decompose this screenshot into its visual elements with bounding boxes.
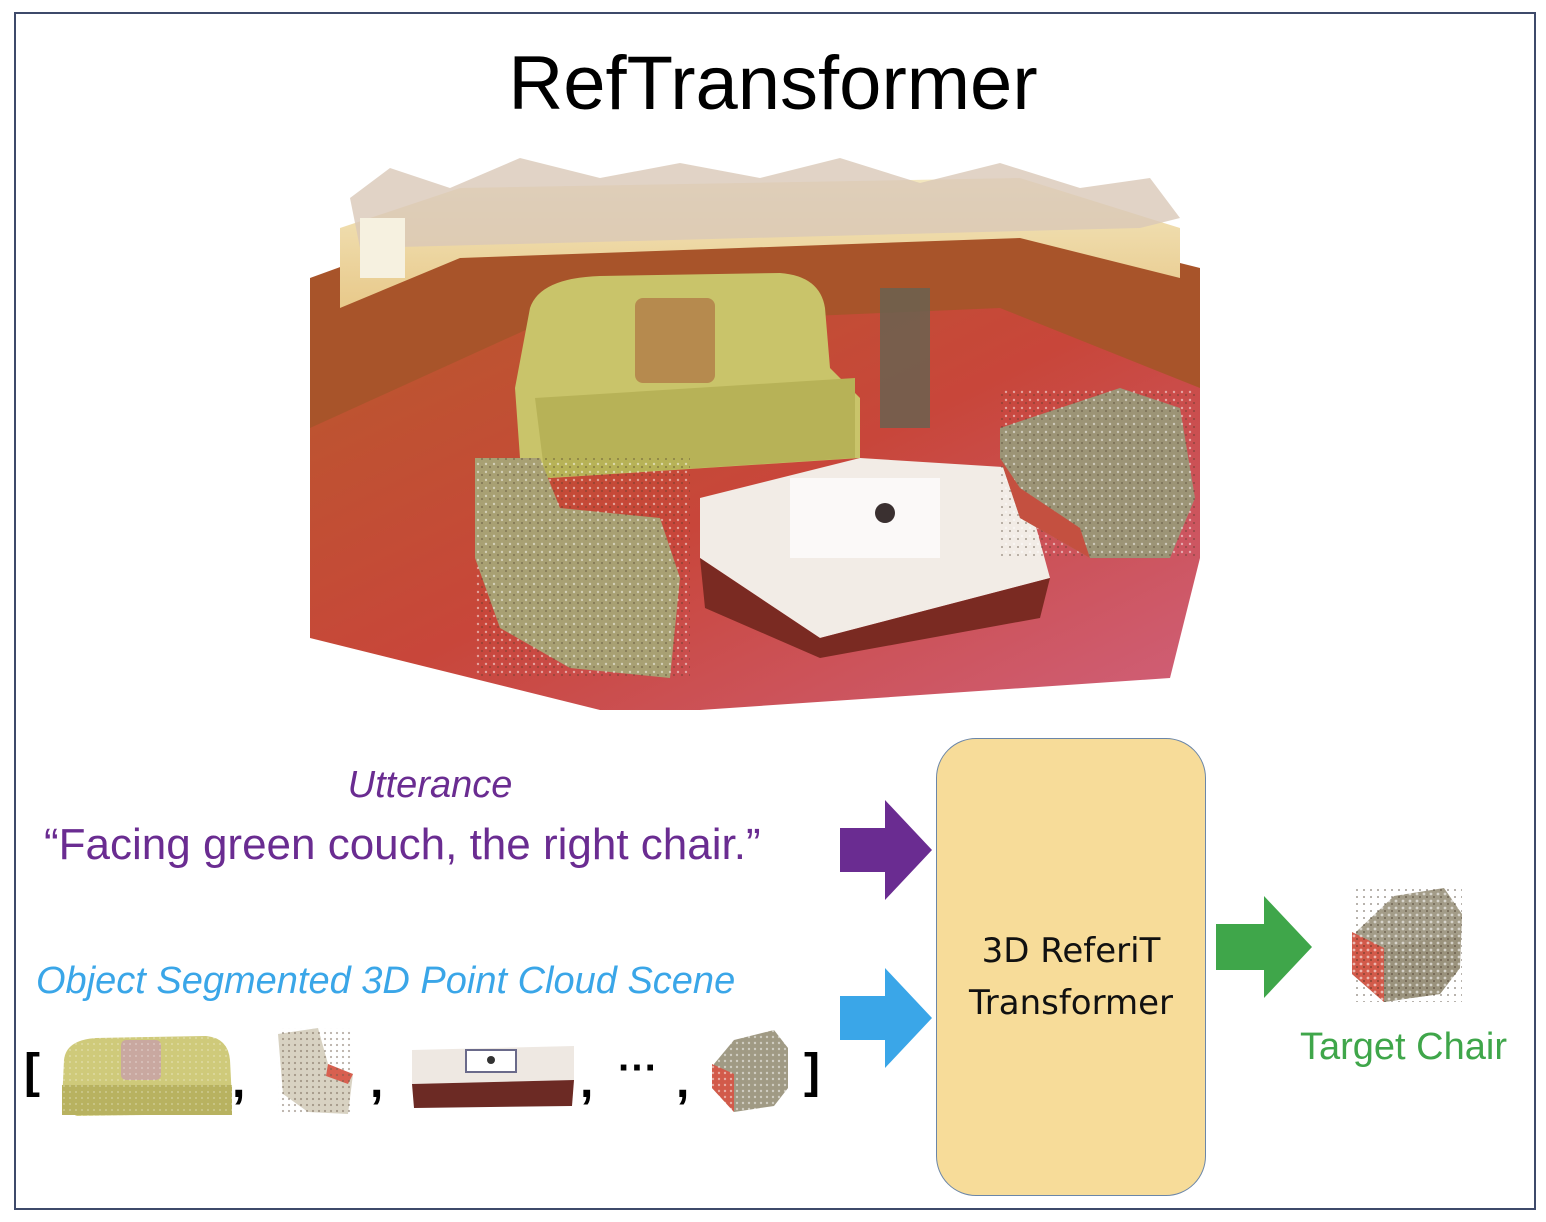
- ellipsis: ···: [618, 1046, 658, 1090]
- sofa-thumbnail: [62, 1036, 232, 1116]
- separator: ,: [370, 1055, 384, 1108]
- point-cloud-label: Object Segmented 3D Point Cloud Scene: [36, 960, 736, 1002]
- utterance-label: Utterance: [347, 764, 513, 806]
- model-name-line1: 3D ReferiT: [981, 931, 1161, 971]
- left-chair-shape: [475, 458, 690, 678]
- target-chair-thumbnail: [712, 1030, 788, 1112]
- output-arrow: [1216, 896, 1312, 998]
- separator: ,: [676, 1055, 690, 1108]
- referit-transformer-block: 3D ReferiT Transformer: [936, 738, 1206, 1196]
- separator: ,: [580, 1055, 594, 1108]
- target-chair-output-image: [1352, 888, 1462, 1002]
- close-bracket: ]: [804, 1045, 820, 1098]
- couch-shape: [515, 273, 860, 478]
- point-cloud-arrow: [840, 968, 932, 1068]
- open-bracket: [: [24, 1045, 40, 1098]
- segmented-object-list: [ , , , ··· , ]: [20, 1022, 830, 1122]
- coffee-table-shape: [700, 458, 1050, 658]
- coffee-table-thumbnail: [412, 1046, 574, 1108]
- utterance-arrow: [840, 800, 932, 900]
- diagram-frame: [14, 12, 1536, 1210]
- separator: ,: [232, 1055, 246, 1108]
- target-chair-label: Target Chair: [1300, 1026, 1507, 1068]
- right-chair-shape: [1000, 388, 1195, 558]
- scene-point-cloud-image: [310, 158, 1200, 710]
- utterance-text: “Facing green couch, the right chair.”: [44, 820, 761, 869]
- chair-thumbnail: [278, 1028, 353, 1114]
- model-name-line2: Transformer: [968, 983, 1174, 1023]
- diagram-title: RefTransformer: [508, 41, 1038, 126]
